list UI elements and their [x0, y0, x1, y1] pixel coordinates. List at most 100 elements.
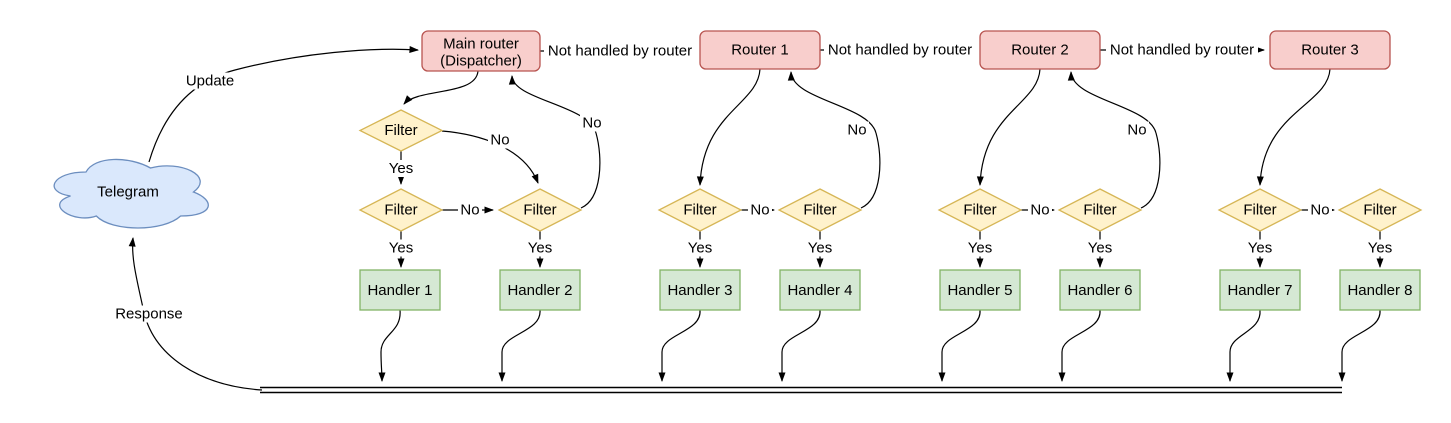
node-filter-f: Filter: [937, 188, 1023, 232]
main-router-box: [421, 30, 541, 72]
edge-update-label-bg: [184, 72, 236, 90]
edge-filter-b-yes-label: Yes: [389, 240, 413, 257]
filter-d-diamond: [657, 188, 743, 232]
edge-handler-7-to-bus: [1226, 309, 1261, 382]
edge-filter-c-no-return-label: No: [582, 115, 601, 132]
handler-6-label: Handler 6: [1067, 282, 1132, 299]
handler-4-label: Handler 4: [787, 282, 852, 299]
edge-filter-e-yes-label-bg: [806, 239, 834, 257]
filter-d-label: Filter: [683, 202, 716, 219]
edge-filter-e-no-return: No: [787, 71, 881, 209]
node-filter-c: Filter: [497, 188, 583, 232]
handler-1-label: Handler 1: [367, 282, 432, 299]
edge-filter-h-no: No: [1301, 201, 1335, 219]
node-telegram-cloud: Telegram: [53, 158, 209, 229]
edge-filter-g-yes-label: Yes: [1088, 240, 1112, 257]
main-router-label-line2: (Dispatcher): [440, 53, 522, 70]
node-filter-a: Filter: [358, 109, 444, 152]
edge-filter-c-no-return-line: [508, 75, 601, 209]
edge-filter-e-no-return-label-bg: [845, 121, 869, 139]
edge-filter-f-no-label: No: [1030, 202, 1049, 219]
node-router-1: Router 1: [699, 30, 821, 70]
filter-c-label: Filter: [523, 202, 556, 219]
edge-filter-a-yes-label-bg: [387, 160, 415, 177]
filter-h-diamond: [1217, 188, 1303, 232]
edge-filter-b-no-label: No: [460, 202, 479, 219]
edge-filter-i-yes-label-bg: [1366, 239, 1394, 257]
filter-g-label: Filter: [1083, 202, 1116, 219]
handler-6-box: [1059, 269, 1141, 311]
edge-filter-h-yes-label-bg: [1246, 239, 1274, 257]
handler-4-box: [779, 269, 861, 311]
edge-filter-g-yes: Yes: [1086, 231, 1114, 268]
filter-b-diamond: [358, 188, 444, 232]
edge-dispatcher-to-filter-a: [403, 70, 479, 105]
edge-not-handled-3-label-bg: [1106, 41, 1258, 59]
cloud-label: Telegram: [97, 184, 159, 201]
edge-handler-6-to-bus: [1058, 309, 1101, 382]
handler-3-label: Handler 3: [667, 282, 732, 299]
edge-filter-g-no-return-label-bg: [1125, 121, 1149, 139]
edge-filter-f-yes: Yes: [966, 231, 994, 268]
edge-not-handled-2: Not handled by router: [820, 41, 976, 59]
edge-filter-a-no: No: [441, 130, 539, 184]
edge-router2-to-filter-f: [976, 68, 1041, 186]
edge-update: Update: [148, 45, 419, 163]
node-filter-i: Filter: [1337, 188, 1423, 232]
edge-filter-d-yes-label-bg: [686, 239, 714, 257]
filter-c-diamond: [497, 188, 583, 232]
edge-not-handled-3-label: Not handled by router: [1110, 42, 1254, 59]
edge-dispatcher-to-filter-a-line: [403, 70, 479, 105]
node-main-router: Main router (Dispatcher): [421, 30, 541, 72]
edge-filter-g-no-return-label: No: [1127, 122, 1146, 139]
edge-filter-b-no-label-bg: [458, 201, 482, 219]
node-filter-b: Filter: [358, 188, 444, 232]
edge-filter-f-no-label-bg: [1028, 201, 1052, 219]
edge-not-handled-1-label: Not handled by router: [548, 43, 692, 60]
node-handler-3: Handler 3: [659, 269, 741, 311]
handler-3-box: [659, 269, 741, 311]
edge-not-handled-2-label: Not handled by router: [828, 42, 972, 59]
edge-router3-to-filter-h-line: [1256, 68, 1331, 186]
edge-filter-b-yes: Yes: [387, 231, 415, 268]
filter-i-diamond: [1337, 188, 1423, 232]
main-router-label-line1: Main router: [443, 36, 519, 53]
node-router-2: Router 2: [979, 30, 1101, 70]
node-filter-g: Filter: [1057, 188, 1143, 232]
edge-filter-c-no-return-label-bg: [580, 114, 604, 132]
edge-not-handled-3: Not handled by router: [1100, 41, 1265, 59]
node-handler-1: Handler 1: [359, 269, 441, 311]
edge-filter-h-yes-label: Yes: [1248, 240, 1272, 257]
edge-update-label: Update: [186, 73, 234, 90]
edge-filter-c-yes-label-bg: [526, 239, 554, 257]
edge-not-handled-1: Not handled by router: [540, 42, 696, 60]
filter-a-diamond: [358, 109, 444, 152]
edge-filter-a-no-label: No: [490, 132, 509, 149]
edge-filter-b-no: No: [442, 201, 494, 219]
filter-f-diamond: [937, 188, 1023, 232]
edge-filter-a-yes-label: Yes: [389, 160, 413, 177]
edge-response-label: Response: [115, 306, 183, 323]
edge-filter-i-yes-label: Yes: [1368, 240, 1392, 257]
edge-handler-5-to-bus: [938, 309, 981, 382]
edge-filter-e-yes-label: Yes: [808, 240, 832, 257]
edge-filter-e-no-return-label: No: [847, 122, 866, 139]
handler-1-box: [359, 269, 441, 311]
edge-response: Response: [114, 237, 263, 391]
router-1-label: Router 1: [731, 42, 789, 59]
edge-filter-e-no-return-line: [787, 71, 881, 209]
edge-filter-e-yes: Yes: [806, 231, 834, 268]
handler-2-box: [499, 269, 581, 311]
handler-8-box: [1339, 269, 1421, 311]
router-1-box: [699, 30, 821, 70]
filter-b-label: Filter: [384, 202, 417, 219]
router-3-label: Router 3: [1301, 42, 1359, 59]
cloud-shape: [53, 158, 209, 229]
edge-filter-i-yes: Yes: [1366, 231, 1394, 268]
filter-a-label: Filter: [384, 122, 417, 139]
edge-router3-to-filter-h: [1256, 68, 1331, 186]
edge-filter-g-yes-label-bg: [1086, 239, 1114, 257]
filter-f-label: Filter: [963, 202, 996, 219]
edge-handler-3-to-bus: [658, 309, 701, 382]
